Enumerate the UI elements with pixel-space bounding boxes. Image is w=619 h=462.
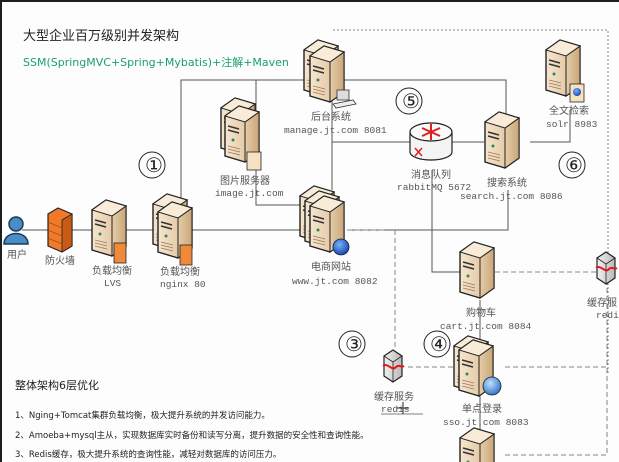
search-name: 搜索系统 [487,176,527,189]
manage-name: 后台系统 [311,110,351,123]
www-search-line [347,190,509,231]
router-icon [409,122,453,161]
node-redis-2: 缓存服 redis [587,251,619,321]
layer-1-label: ① [145,153,163,177]
node-solr: 全文检索 solr 8983 [545,39,598,130]
firewall-icon [47,207,73,253]
server-icon [459,241,495,299]
frame-top-border [0,0,619,2]
node-manage: 后台系统 manage.jt.com 8081 [284,39,387,136]
diagram-subtitle: SSM(SpringMVC+Spring+Mybatis)+注解+Maven [23,56,289,69]
layer-4-circle [423,330,451,358]
frame-left-border [0,0,2,462]
node-sso: 单点登录 sso.jt.com 8083 [443,335,529,428]
node-nginx: 负载均衡 nginx 80 [152,193,206,290]
search-detail: search.jt.com 8086 [460,191,563,202]
node-mq: 消息队列 rabbitMQ 5672 [397,122,471,193]
lvs-detail: LVS [104,278,121,289]
redis2-detail: redis [596,310,619,321]
solr-name: 全文检索 [549,104,589,117]
mq-cart-line [431,170,460,273]
node-redis-1: 缓存服务 redis [374,349,423,415]
www-detail: www.jt.com 8082 [292,276,378,287]
search-solr-line [530,110,571,143]
sso-detail: sso.jt.com 8083 [443,417,529,428]
node-www: 电商网站 www.jt.com 8082 [292,185,378,287]
layer-1-circle [138,151,166,179]
layer-3-circle [338,330,366,358]
workstation-icon [332,89,357,109]
cart-detail: cart.jt.com 8084 [440,321,532,332]
user-icon [3,216,29,245]
mq-detail: rabbitMQ 5672 [397,182,471,193]
layer-5-circle [395,87,423,115]
cart-name: 购物车 [466,306,496,319]
node-lvs: 负载均衡 LVS [91,199,132,289]
firewall-name: 防火墙 [45,254,75,267]
summary-item-3: 3、Redis缓存，极大提升系统的查询性能，减轻对数据库的访问压力。 [15,450,282,460]
summary-title: 整体架构6层优化 [15,379,99,392]
layer-numbers [138,87,586,358]
solr-detail: solr 8983 [546,119,598,130]
globe-icon [573,88,581,96]
folder-icon [246,151,262,171]
nginx-detail: nginx 80 [160,279,206,290]
crosshair-cursor-icon [397,402,409,414]
manage-detail: manage.jt.com 8081 [284,125,387,136]
image-detail: image.jt.com [215,188,284,199]
layer-5-label: ⑤ [402,89,420,113]
sso-name: 单点登录 [462,402,502,415]
sso-globe-icon [482,376,502,396]
server-icon [484,111,520,169]
redis1-name: 缓存服务 [374,390,414,403]
layer-4-label: ④ [430,332,448,356]
redis1-detail: redis [381,404,410,415]
layer-6-circle [558,151,586,179]
node-user: 用户 [3,216,29,261]
nic-icon [179,244,193,266]
mq-name: 消息队列 [411,168,451,181]
nginx-name: 负载均衡 [160,265,200,278]
globe-icon [332,238,350,256]
layer-3-label: ③ [345,332,363,356]
lvs-name: 负载均衡 [92,264,132,277]
redis2-name: 缓存服 [587,296,617,309]
summary-item-1: 1、Nging+Tomcat集群负载均衡，极大提升系统的并发访问能力。 [15,411,270,421]
node-search: 搜索系统 search.jt.com 8086 [460,111,563,202]
server-icon [459,427,495,462]
nic-icon [113,242,127,264]
node-image-server: 图片服务器 image.jt.com [215,97,284,199]
user-name: 用户 [7,248,27,261]
www-name: 电商网站 [311,260,351,273]
diagram-title: 大型企业百万级别并发架构 [23,29,180,44]
node-db-partial [459,427,495,462]
image-name: 图片服务器 [220,174,270,187]
cache-icon [595,251,618,285]
summary-item-2: 2、Amoeba+mysql主从，实现数据库实时备份和读写分离，提升数据的安全性… [15,431,369,441]
node-firewall: 防火墙 [45,207,75,267]
node-cart: 购物车 cart.jt.com 8084 [440,241,532,332]
cache-icon [382,349,405,383]
layer-6-label: ⑥ [565,153,583,177]
